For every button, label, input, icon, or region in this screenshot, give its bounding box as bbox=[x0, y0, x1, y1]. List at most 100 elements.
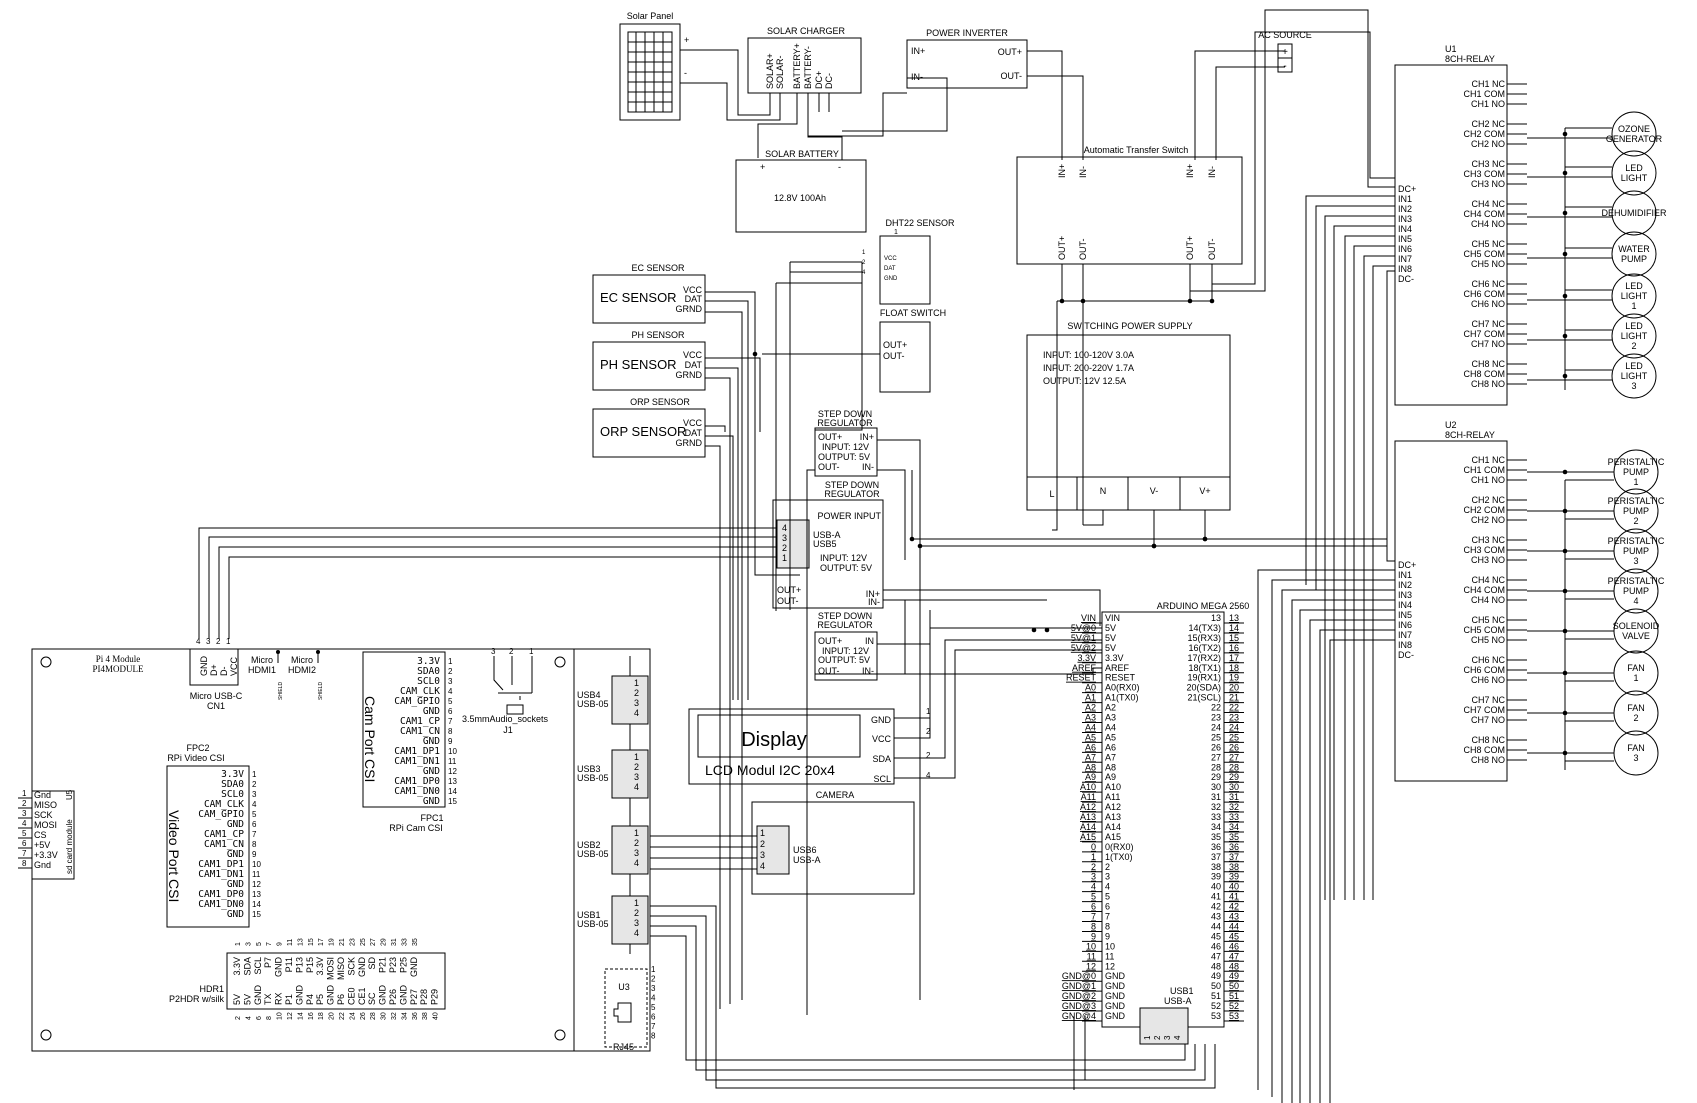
u1-load-3 bbox=[1611, 231, 1657, 277]
u1-ctrl-8: IN8 bbox=[1398, 264, 1412, 274]
u1-ch1-1: CH1 COM bbox=[1463, 89, 1505, 99]
float-switch: FLOAT SWITCH OUT+ OUT- bbox=[879, 308, 946, 393]
pi-usb-0-pin-3: 4 bbox=[634, 708, 639, 718]
junction-dot bbox=[1562, 548, 1568, 554]
u2-load-4-text-1: VALVE bbox=[1622, 631, 1650, 641]
lcd-display: Display LCD Modul I2C 20x4 GND VCC SDA S… bbox=[688, 707, 931, 785]
hdr-top-0: 3.3V bbox=[232, 957, 242, 976]
u1-ctrl-9: DC- bbox=[1398, 274, 1414, 284]
vid-num-6: 7 bbox=[252, 830, 257, 839]
vid-pin-1: SDA0 bbox=[221, 779, 244, 790]
vid-num-13: 14 bbox=[252, 900, 261, 909]
u2-ch5-0: CH5 NC bbox=[1471, 615, 1505, 625]
ard-right-int-4: 17(RX2) bbox=[1187, 653, 1221, 663]
orp-vcc: VCC bbox=[683, 418, 703, 428]
solar-charger: SOLAR CHARGER SOLAR+SOLAR-BATTERY+BATTER… bbox=[747, 26, 862, 94]
ard-right-int-24: 37 bbox=[1211, 852, 1221, 862]
hdr-bot-2: GND bbox=[253, 985, 263, 1006]
u2-load-0-text-2: 1 bbox=[1633, 477, 1638, 487]
ard-right-ext-34: 47 bbox=[1229, 951, 1239, 961]
ard-right-ext-13: 26 bbox=[1229, 742, 1239, 752]
vid-pin-0: 3.3V bbox=[221, 769, 244, 780]
ard-right-int-15: 28 bbox=[1211, 762, 1221, 772]
u1-ch3-0: CH3 NC bbox=[1471, 159, 1505, 169]
usbc-ref: CN1 bbox=[207, 701, 225, 711]
ard-right-int-0: 13 bbox=[1211, 613, 1221, 623]
u2-ch3-2: CH3 NO bbox=[1471, 555, 1505, 565]
arduino-title: ARDUINO MEGA 2560 bbox=[1157, 601, 1250, 611]
cam-pin-12: CAM1_DP0 bbox=[394, 776, 440, 787]
camera-pin4: 4 bbox=[760, 861, 765, 871]
ard-right-int-7: 20(SDA) bbox=[1186, 683, 1221, 693]
cam-pin-8: GND bbox=[423, 736, 440, 747]
inverter-out-minus: OUT- bbox=[1001, 71, 1023, 81]
dht22-box bbox=[879, 235, 931, 305]
u2-load-5-text-1: 1 bbox=[1633, 673, 1638, 683]
pi-usb-0-ref: USB4 bbox=[577, 690, 601, 700]
u2-ch7-1: CH7 COM bbox=[1463, 705, 1505, 715]
ard-left-ext-38: GND@2 bbox=[1062, 991, 1096, 1001]
junction-dot bbox=[1562, 131, 1568, 137]
dht22-dat: DAT bbox=[884, 266, 896, 272]
ats-out-2: OUT+ bbox=[1185, 236, 1195, 260]
float-out-plus: OUT+ bbox=[883, 340, 907, 350]
ard-left-ext-11: A4 bbox=[1085, 722, 1096, 732]
u1-load-6 bbox=[1611, 353, 1657, 399]
u2-ctrl-2: IN2 bbox=[1398, 580, 1412, 590]
inverter-title: POWER INVERTER bbox=[926, 28, 1008, 38]
orp-grnd: GRND bbox=[676, 438, 703, 448]
hdr-bot-num-6: 14 bbox=[297, 1012, 304, 1020]
junction-dot bbox=[752, 351, 758, 357]
ard-usb-port bbox=[1139, 1007, 1189, 1045]
ec-box bbox=[592, 274, 706, 324]
u2-ch6-1: CH6 COM bbox=[1463, 665, 1505, 675]
ard-right-ext-14: 27 bbox=[1229, 752, 1239, 762]
pi-mount-hole-br bbox=[554, 1029, 566, 1041]
ard-right-int-36: 49 bbox=[1211, 971, 1221, 981]
pi-usb-2-pin-1: 2 bbox=[634, 838, 639, 848]
ard-right-int-32: 45 bbox=[1211, 931, 1221, 941]
u1-ch7-2: CH7 NO bbox=[1471, 339, 1505, 349]
ph-label: PH SENSOR bbox=[600, 357, 677, 372]
cam-pin-0: 3.3V bbox=[417, 656, 440, 667]
vid-num-1: 2 bbox=[252, 780, 257, 789]
step-down-regulator-1: STEP DOWN REGULATOR OUT+ IN+ INPUT: 12V … bbox=[814, 409, 878, 477]
cam-pin-4: CAM_GPIO bbox=[394, 696, 440, 707]
hdr-bot-num-2: 6 bbox=[256, 1016, 263, 1020]
hdr-top-num-9: 19 bbox=[329, 938, 336, 946]
hdr-top-num-11: 23 bbox=[349, 938, 356, 946]
u2-ctrl-6: IN6 bbox=[1398, 620, 1412, 630]
display-num1: 1 bbox=[926, 707, 931, 716]
hdr-bot-4: RX bbox=[274, 992, 284, 1005]
audio-socket: 3 2 1 3.5mmAudio_sockets J1 bbox=[462, 647, 549, 735]
ec-label: EC SENSOR bbox=[600, 290, 677, 305]
junction-dot bbox=[1562, 670, 1568, 676]
hdmi1-shield: SHIELD bbox=[278, 682, 284, 700]
ard-left-int-7: A0(RX0) bbox=[1105, 683, 1140, 693]
u1-ch6-0: CH6 NC bbox=[1471, 279, 1505, 289]
u2-ctrl-8: IN8 bbox=[1398, 640, 1412, 650]
reg2-box bbox=[772, 499, 884, 609]
ard-right-ext-12: 25 bbox=[1229, 732, 1239, 742]
pi-module-label: Pi 4 Module bbox=[96, 654, 141, 664]
reg3-in: IN bbox=[865, 636, 874, 646]
u2-ctrl-1: IN1 bbox=[1398, 570, 1412, 580]
vid-pin-4: CAM_GPIO bbox=[198, 809, 244, 820]
vid-num-14: 15 bbox=[252, 910, 261, 919]
solar-panel: Solar Panel + - bbox=[619, 11, 689, 121]
u2-load-6-text-1: 2 bbox=[1633, 713, 1638, 723]
ard-left-int-13: A6 bbox=[1105, 742, 1116, 752]
vid-pin-14: GND bbox=[227, 909, 244, 920]
u1-load-1 bbox=[1611, 150, 1657, 196]
reg1-in-minus: IN- bbox=[862, 462, 874, 472]
hdr-bot-10: P6 bbox=[336, 994, 346, 1005]
hdr-top-num-3: 7 bbox=[266, 942, 273, 946]
ard-left-ext-6: RESET bbox=[1066, 673, 1097, 683]
display-scl: SCL bbox=[873, 774, 891, 784]
usbc-n1: 1 bbox=[226, 637, 231, 646]
ard-usb-pin1: 1 bbox=[1143, 1035, 1152, 1040]
ph-dat: DAT bbox=[685, 360, 703, 370]
u2-ch6-2: CH6 NO bbox=[1471, 675, 1505, 685]
u2-ref: U2 bbox=[1445, 420, 1457, 430]
hdr-bot-num-15: 32 bbox=[391, 1012, 398, 1020]
